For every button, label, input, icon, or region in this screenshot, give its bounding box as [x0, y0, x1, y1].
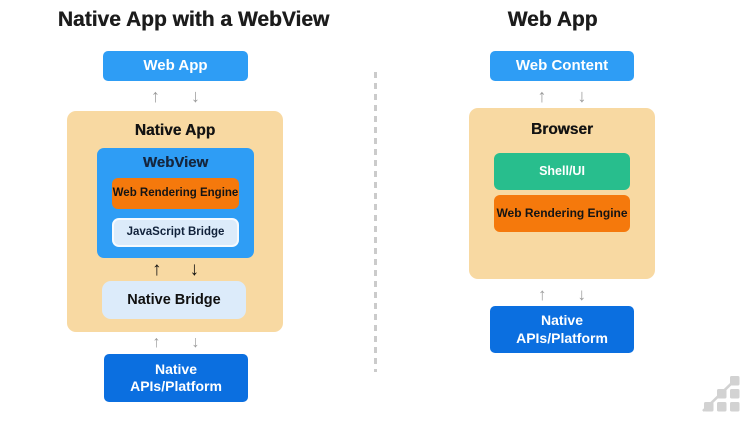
arrow-up-icon: ↑: [152, 259, 162, 280]
arrow-down-icon: ↓: [189, 259, 200, 280]
arrow-down-icon: ↓: [191, 334, 200, 351]
native-bridge-box: Native Bridge: [102, 281, 246, 319]
javascript-bridge-box: JavaScript Bridge: [112, 218, 239, 247]
arrow-up-icon: ↑: [152, 334, 161, 351]
arrow-up-icon: ↑: [537, 85, 547, 106]
native-apis-line2: APIs/Platform: [516, 329, 608, 346]
webview-label: WebView: [142, 154, 209, 171]
web-rendering-engine-box: Web Rendering Engine: [112, 178, 239, 209]
web-app-label: Web App: [143, 56, 208, 74]
arrow-up-icon: ↑: [538, 284, 547, 304]
javascript-bridge-label: JavaScript Bridge: [126, 226, 225, 239]
shell-ui-label: Shell/UI: [539, 163, 585, 178]
right-top-arrows: ↑ ↓: [490, 82, 634, 109]
native-app-label: Native App: [134, 122, 216, 139]
shell-ui-box: Shell/UI: [494, 153, 630, 190]
webview-box: WebView Web Rendering Engine JavaScript …: [97, 148, 254, 258]
arrow-down-icon: ↓: [577, 284, 587, 304]
left-panel-title: Native App with a WebView: [57, 8, 330, 31]
web-content-label: Web Content: [515, 56, 609, 74]
browser-label: Browser: [530, 121, 594, 138]
web-rendering-engine-label: Web Rendering Engine: [112, 187, 239, 200]
web-app-box: Web App: [103, 51, 248, 81]
native-apis-platform-box: Native APIs/Platform: [490, 306, 634, 353]
native-apis-line1: Native: [540, 312, 584, 328]
left-top-arrows: ↑ ↓: [103, 82, 248, 109]
arrow-down-icon: ↓: [577, 85, 587, 106]
web-rendering-engine-box: Web Rendering Engine: [494, 195, 630, 232]
web-rendering-engine-label: Web Rendering Engine: [496, 206, 628, 220]
browser-container: Browser Shell/UI Web Rendering Engine: [469, 108, 655, 279]
right-bottom-arrows: ↑ ↓: [490, 283, 634, 305]
native-apis-platform-box: Native APIs/Platform: [104, 354, 248, 402]
arrow-up-icon: ↑: [151, 85, 160, 106]
native-apis-line2: APIs/Platform: [130, 378, 222, 394]
native-bridge-label: Native Bridge: [127, 291, 221, 308]
webview-native-bridge-arrows: ↑ ↓: [103, 258, 248, 281]
right-panel-title: Web App: [507, 8, 598, 31]
web-content-box: Web Content: [490, 51, 634, 81]
dashed-divider-line: [374, 72, 377, 372]
native-apis-line1: Native: [154, 360, 198, 377]
growth-chart-logo-icon: [700, 374, 746, 415]
left-bottom-arrows: ↑ ↓: [104, 333, 248, 353]
native-app-container: Native App WebView Web Rendering Engine …: [67, 111, 283, 332]
arrow-down-icon: ↓: [191, 85, 200, 106]
